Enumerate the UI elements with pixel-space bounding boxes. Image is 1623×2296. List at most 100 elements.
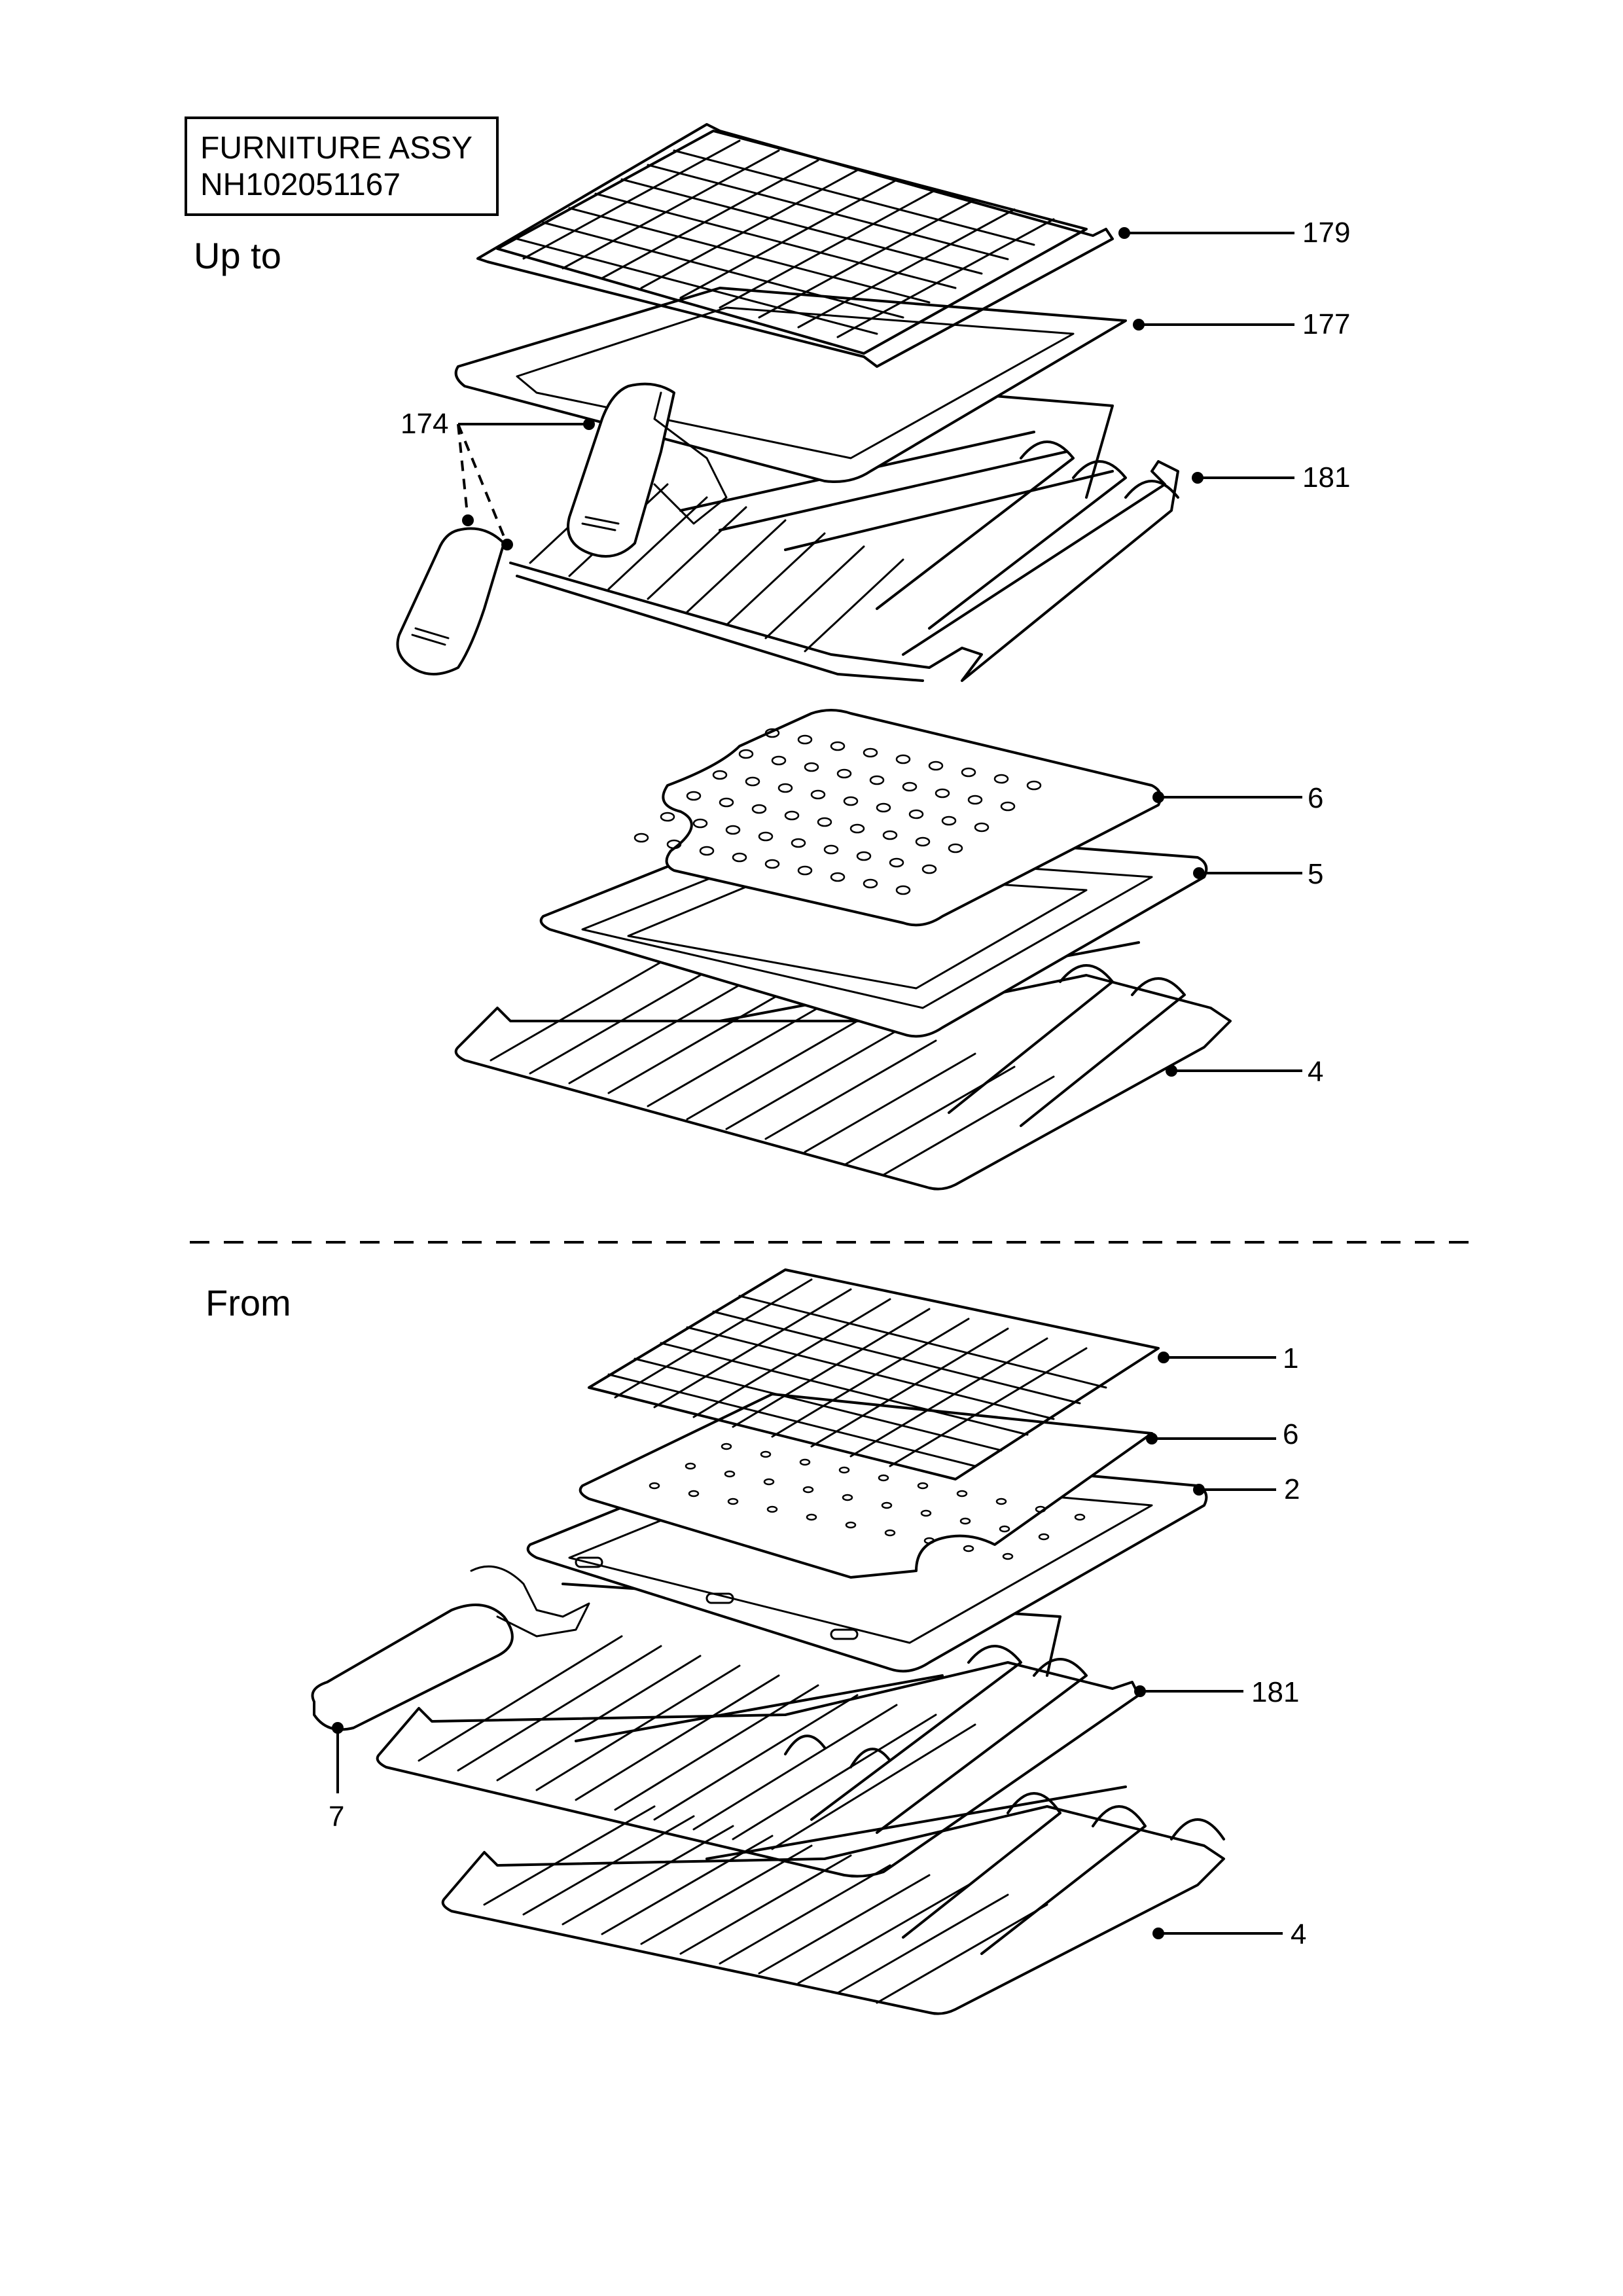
- section-label-up-to: Up to: [194, 235, 281, 276]
- perforation-hole: [881, 1501, 893, 1509]
- callout-7: 7: [329, 1801, 344, 1833]
- leader-181-upper: 181: [1192, 461, 1350, 493]
- title-line-2: NH102051167: [200, 168, 401, 202]
- perforation-hole: [917, 1482, 929, 1490]
- perforation-hole: [869, 775, 885, 785]
- perforation-hole: [882, 830, 898, 840]
- callout-174: 174: [401, 408, 448, 440]
- perforation-hole: [649, 1482, 660, 1490]
- handle-174-front: [396, 527, 505, 675]
- perforation-hole: [941, 816, 957, 826]
- leader-4-upper: 4: [1166, 1056, 1323, 1088]
- leader-2: 2: [1193, 1473, 1300, 1505]
- perforation-hole: [959, 1517, 971, 1525]
- perforation-hole: [732, 852, 747, 863]
- perforation-hole: [902, 781, 918, 792]
- callout-4-upper: 4: [1308, 1056, 1323, 1088]
- perforation-hole: [758, 831, 774, 842]
- wire-shelf-1: [588, 1268, 1160, 1480]
- perforation-hole: [804, 762, 819, 772]
- title-line-1: FURNITURE ASSY: [200, 131, 473, 166]
- perforation-hole: [993, 774, 1009, 784]
- perforation-hole: [843, 796, 859, 806]
- leader-174: 174: [401, 408, 595, 550]
- perforation-hole: [889, 857, 904, 868]
- perforation-hole: [1026, 780, 1042, 791]
- wire-shelf-179: [476, 123, 1114, 368]
- leader-6-upper: 6: [1152, 782, 1323, 814]
- perforation-hole: [760, 1450, 772, 1458]
- grill-plate-6-upper: [633, 709, 1162, 927]
- perforation-hole: [660, 812, 675, 822]
- section-label-from: From: [205, 1282, 291, 1323]
- perforation-hole: [830, 741, 846, 751]
- perforation-hole: [1038, 1533, 1050, 1541]
- callout-6-lower: 6: [1283, 1418, 1298, 1450]
- perforation-hole: [915, 836, 931, 847]
- perforation-hole: [921, 864, 937, 874]
- perforation-hole: [699, 846, 715, 856]
- leader-177: 177: [1133, 308, 1350, 340]
- perforation-hole: [823, 844, 839, 855]
- perforation-hole: [963, 1545, 974, 1552]
- perforation-hole: [810, 789, 826, 800]
- perforation-hole: [856, 851, 872, 861]
- perforation-hole: [956, 1490, 968, 1498]
- leader-1: 1: [1158, 1342, 1298, 1374]
- perforation-hole: [721, 1443, 732, 1450]
- perforation-hole: [1035, 1505, 1046, 1513]
- perforation-hole: [884, 1529, 896, 1537]
- runner-rack-4-lower: [441, 1785, 1225, 2015]
- leader-5-upper: 5: [1193, 858, 1323, 890]
- perforation-hole: [802, 1486, 814, 1494]
- perforation-hole: [777, 783, 793, 793]
- perforation-hole: [727, 1498, 739, 1505]
- perforation-hole: [763, 1478, 775, 1486]
- perforation-hole: [974, 822, 990, 833]
- perforation-hole: [928, 761, 944, 771]
- perforation-hole: [719, 797, 734, 808]
- perforation-hole: [961, 767, 976, 778]
- perforation-hole: [688, 1490, 700, 1498]
- perforation-hole: [878, 1474, 889, 1482]
- perforation-hole: [797, 865, 813, 876]
- perforation-hole: [685, 1462, 696, 1470]
- callout-2: 2: [1284, 1473, 1300, 1505]
- perforation-hole: [1074, 1513, 1086, 1521]
- perforation-hole: [745, 776, 760, 787]
- perforation-hole: [738, 749, 754, 759]
- leader-181-lower: 181: [1134, 1676, 1299, 1708]
- side-runner-lower: [376, 1635, 1140, 1878]
- perforation-hole: [863, 747, 878, 758]
- perforation-hole: [849, 823, 865, 834]
- leader-7: 7: [329, 1722, 344, 1833]
- perforation-hole: [1000, 801, 1016, 812]
- callout-1: 1: [1283, 1342, 1298, 1374]
- callout-6-upper: 6: [1308, 782, 1323, 814]
- perforation-hole: [797, 734, 813, 745]
- perforation-hole: [692, 818, 708, 829]
- perforation-hole: [791, 838, 806, 848]
- perforation-hole: [999, 1525, 1010, 1533]
- handle-174-rear: [567, 382, 728, 558]
- perforation-hole: [908, 809, 924, 819]
- perforation-hole: [784, 810, 800, 821]
- perforation-hole: [935, 788, 950, 798]
- perforation-hole: [764, 859, 780, 869]
- grill-plate-6-lower: [579, 1393, 1153, 1579]
- perforation-hole: [838, 1466, 850, 1474]
- perforation-hole: [806, 1513, 817, 1521]
- perforation-hole: [724, 1470, 736, 1478]
- callout-181-lower: 181: [1251, 1676, 1299, 1708]
- perforation-hole: [830, 872, 846, 882]
- leader-4-lower: 4: [1152, 1918, 1306, 1950]
- perforation-hole: [967, 795, 983, 805]
- perforation-hole: [725, 825, 741, 835]
- perforation-hole: [876, 802, 891, 813]
- perforation-hole: [766, 1505, 778, 1513]
- handle-7: [311, 1565, 590, 1731]
- perforation-hole: [895, 885, 911, 895]
- leader-179: 179: [1118, 217, 1350, 249]
